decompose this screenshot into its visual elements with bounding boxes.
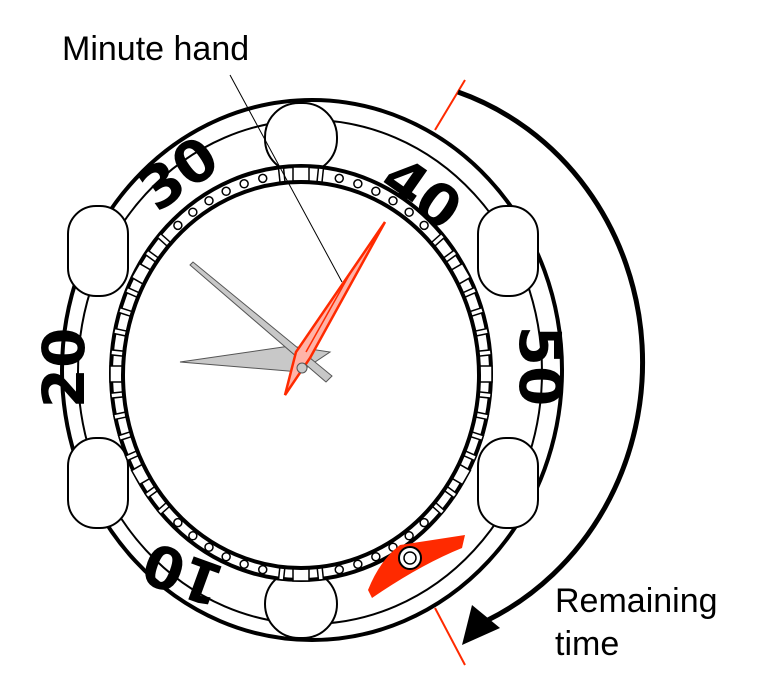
chapter-dot	[188, 207, 198, 217]
start-mark	[434, 79, 466, 131]
chapter-dot	[353, 179, 363, 189]
bezel-number-20: 20	[30, 328, 98, 409]
chapter-dot	[257, 564, 268, 575]
chapter-dot	[371, 551, 381, 562]
chapter-tick	[316, 167, 325, 184]
chapter-dot	[188, 531, 198, 541]
chapter-dot	[204, 542, 214, 552]
remaining-time-arc	[457, 89, 646, 623]
chapter-dot	[371, 186, 381, 197]
minute-hand	[283, 221, 387, 396]
bezel-pip-center	[403, 551, 417, 565]
remaining-time-label-2: time	[555, 625, 619, 663]
chapter-dot	[173, 517, 183, 528]
minute-hand-center-line	[305, 269, 353, 353]
chapter-dot	[334, 564, 345, 575]
chapter-dot	[204, 196, 214, 206]
chapter-dot	[221, 551, 231, 562]
chapter-dot	[221, 186, 231, 197]
chapter-dot	[173, 220, 183, 231]
chapter-dot	[353, 559, 363, 569]
bezel-tabs	[67, 102, 539, 639]
chapter-tick	[292, 166, 310, 182]
bezel-number-50: 50	[506, 326, 574, 407]
chapter-dot	[404, 207, 414, 217]
chapter-dot	[257, 173, 268, 184]
arrowhead-icon	[462, 605, 500, 645]
chapter-dot	[404, 531, 414, 541]
chapter-dot	[334, 173, 345, 184]
chapter-dot	[239, 179, 249, 189]
chapter-dot	[388, 196, 398, 206]
chapter-dot	[419, 517, 429, 528]
minute-hand-leader-line	[229, 74, 343, 283]
remaining-time-label-1: Remaining	[555, 582, 718, 620]
chapter-dot	[239, 559, 249, 569]
end-mark	[434, 607, 466, 666]
chapter-dot	[419, 220, 429, 231]
hand-pivot	[296, 362, 308, 374]
minute-hand-label: Minute hand	[62, 30, 249, 68]
dial	[121, 180, 481, 570]
